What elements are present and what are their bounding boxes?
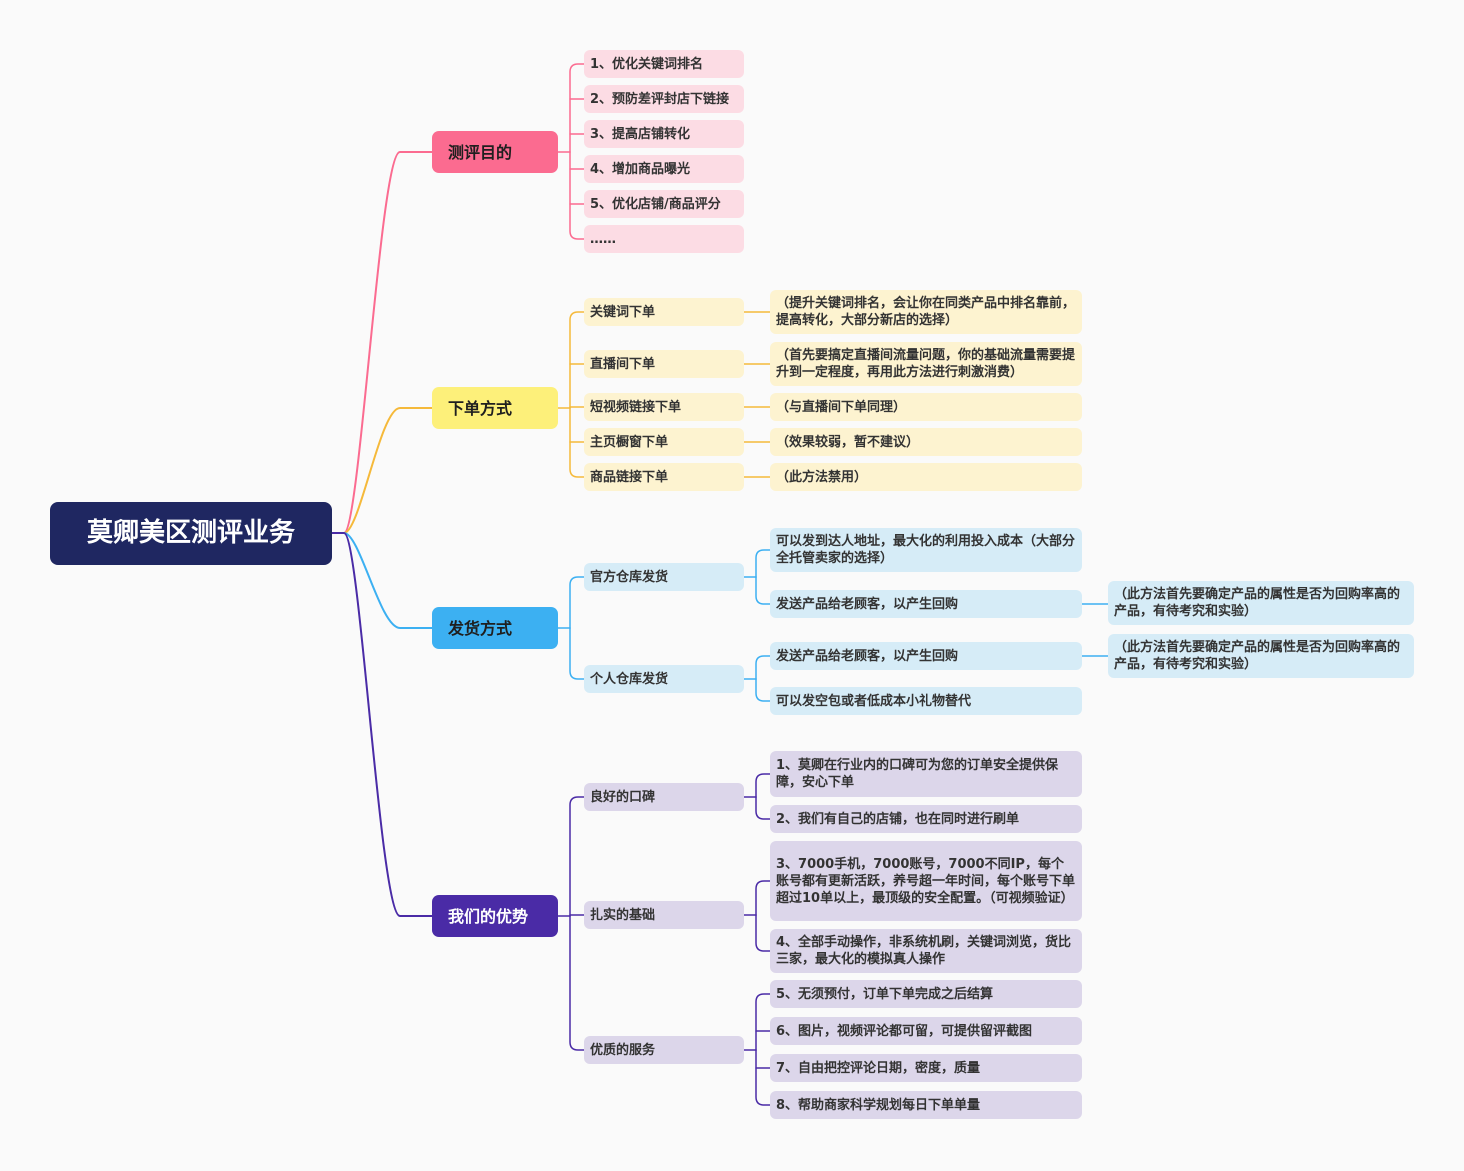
root-connector xyxy=(331,532,433,917)
personal-connector xyxy=(755,655,771,680)
branch-purpose[interactable]: 测评目的 xyxy=(432,131,558,173)
order-method[interactable]: 关键词下单 xyxy=(584,298,744,326)
purpose-connector xyxy=(569,151,585,240)
order-connector xyxy=(569,407,585,478)
advantages-connector xyxy=(569,796,585,917)
shipping-personal-option[interactable]: 可以发空包或者低成本小礼物替代 xyxy=(770,687,1082,715)
official-connector xyxy=(755,576,771,605)
order-note[interactable]: （提升关键词排名，会让你在同类产品中排名靠前，提高转化，大部分新店的选择） xyxy=(770,290,1082,334)
shipping-official[interactable]: 官方仓库发货 xyxy=(584,563,744,591)
advantage-item[interactable]: 6、图片，视频评论都可留，可提供留评截图 xyxy=(770,1017,1082,1045)
purpose-item[interactable]: 2、预防差评封店下链接 xyxy=(584,85,744,113)
order-method[interactable]: 商品链接下单 xyxy=(584,463,744,491)
advantages-connector xyxy=(569,915,585,1051)
branch-shipping[interactable]: 发货方式 xyxy=(432,607,558,649)
shipping-personal[interactable]: 个人仓库发货 xyxy=(584,665,744,693)
shipping-personal-note[interactable]: （此方法首先要确定产品的属性是否为回购率高的产品，有待考究和实验） xyxy=(1108,634,1414,678)
advantage-reputation[interactable]: 良好的口碑 xyxy=(584,783,744,811)
purpose-item[interactable]: …… xyxy=(584,225,744,253)
purpose-item[interactable]: 1、优化关键词排名 xyxy=(584,50,744,78)
personal-connector xyxy=(755,678,771,702)
advantage-item[interactable]: 1、莫卿在行业内的口碑可为您的订单安全提供保障，安心下单 xyxy=(770,751,1082,797)
advantage-item[interactable]: 5、无须预付，订单下单完成之后结算 xyxy=(770,980,1082,1008)
root-connector xyxy=(331,532,433,629)
order-note[interactable]: （效果较弱，暂不建议） xyxy=(770,428,1082,456)
advantage-item[interactable]: 3、7000手机，7000账号，7000不同IP，每个账号都有更新活跃，养号超一… xyxy=(770,841,1082,921)
purpose-item[interactable]: 5、优化店铺/商品评分 xyxy=(584,190,744,218)
branch-order[interactable]: 下单方式 xyxy=(432,387,558,429)
purpose-connector xyxy=(569,63,585,153)
shipping-connector xyxy=(569,576,585,629)
advantage-service[interactable]: 优质的服务 xyxy=(584,1036,744,1064)
order-note[interactable]: （首先要搞定直播间流量问题，你的基础流量需要提升到一定程度，再用此方法进行刺激消… xyxy=(770,342,1082,386)
reputation-connector xyxy=(755,796,771,820)
order-note[interactable]: （与直播间下单同理） xyxy=(770,393,1082,421)
root-connector xyxy=(331,151,433,534)
advantage-item[interactable]: 8、帮助商家科学规划每日下单单量 xyxy=(770,1091,1082,1119)
shipping-official-option[interactable]: 发送产品给老顾客，以产生回购 xyxy=(770,590,1082,618)
shipping-official-option[interactable]: 可以发到达人地址，最大化的利用投入成本（大部分全托管卖家的选择） xyxy=(770,528,1082,572)
foundation-connector xyxy=(755,914,771,952)
order-method[interactable]: 短视频链接下单 xyxy=(584,393,744,421)
advantage-foundation[interactable]: 扎实的基础 xyxy=(584,901,744,929)
order-method[interactable]: 直播间下单 xyxy=(584,350,744,378)
order-method[interactable]: 主页橱窗下单 xyxy=(584,428,744,456)
root-connector xyxy=(331,407,433,534)
purpose-item[interactable]: 3、提高店铺转化 xyxy=(584,120,744,148)
shipping-personal-option[interactable]: 发送产品给老顾客，以产生回购 xyxy=(770,642,1082,670)
service-connector xyxy=(755,1049,771,1106)
advantage-item[interactable]: 4、全部手动操作，非系统机刷，关键词浏览，货比三家，最大化的模拟真人操作 xyxy=(770,929,1082,973)
foundation-connector xyxy=(755,880,771,916)
shipping-connector xyxy=(569,627,585,680)
service-connector xyxy=(755,993,771,1051)
shipping-official-note[interactable]: （此方法首先要确定产品的属性是否为回购率高的产品，有待考究和实验） xyxy=(1108,581,1414,625)
reputation-connector xyxy=(755,773,771,798)
root-topic[interactable]: 莫卿美区测评业务 xyxy=(50,502,332,565)
order-connector xyxy=(569,311,585,409)
advantage-item[interactable]: 2、我们有自己的店铺，也在同时进行刷单 xyxy=(770,805,1082,833)
official-connector xyxy=(755,549,771,578)
branch-advantages[interactable]: 我们的优势 xyxy=(432,895,558,937)
advantage-item[interactable]: 7、自由把控评论日期，密度，质量 xyxy=(770,1054,1082,1082)
purpose-item[interactable]: 4、增加商品曝光 xyxy=(584,155,744,183)
order-note[interactable]: （此方法禁用） xyxy=(770,463,1082,491)
